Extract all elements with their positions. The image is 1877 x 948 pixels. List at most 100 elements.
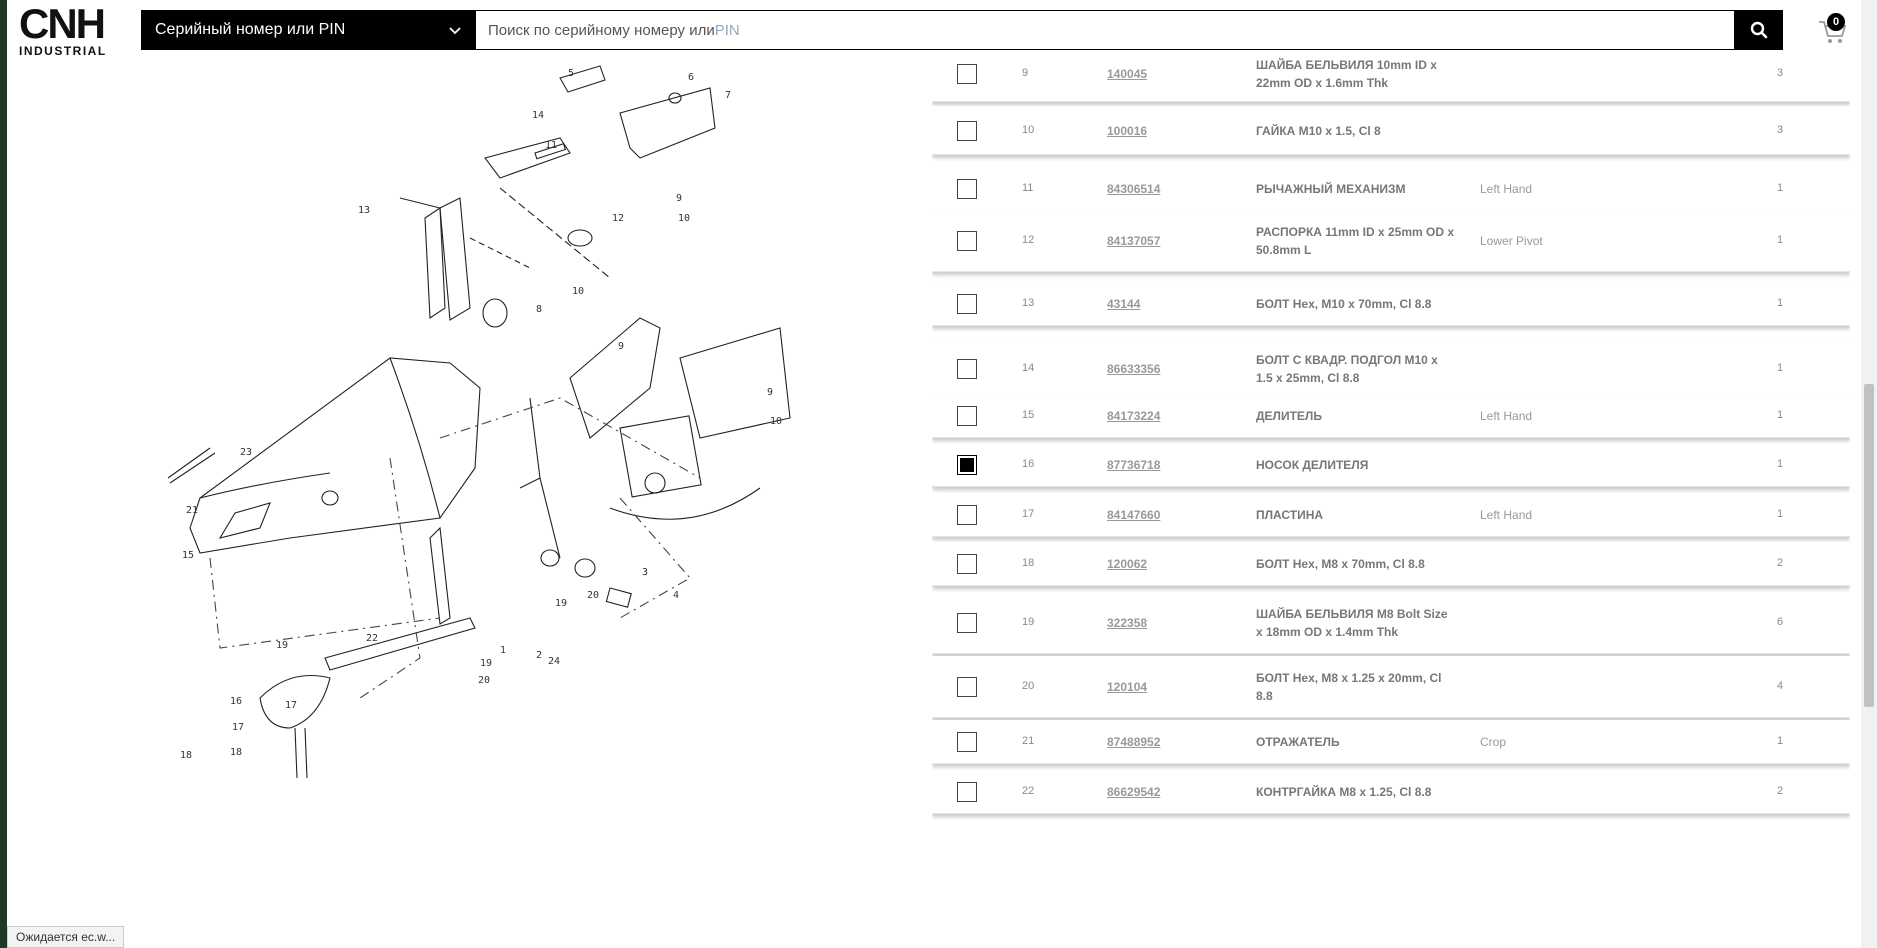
exploded-view-drawing: 5 6 7 14 11 13 9 10 12 10 8 9 9 10 23 21… — [167, 65, 791, 779]
row-checkbox[interactable] — [957, 406, 977, 426]
callout-9b: 9 — [618, 341, 624, 352]
part-quantity: 2 — [1777, 557, 1784, 569]
logo-subtitle: INDUSTRIAL — [19, 44, 107, 58]
search-icon — [1750, 21, 1768, 39]
row-position: 17 — [1022, 508, 1035, 520]
callout-14: 14 — [532, 110, 544, 121]
row-checkbox[interactable] — [957, 554, 977, 574]
row-checkbox[interactable] — [957, 455, 977, 475]
part-description: БОЛТ Hex, M8 x 1.25 x 20mm, Cl 8.8 — [1256, 671, 1442, 703]
callout-10: 10 — [678, 213, 690, 224]
parts-row: 19 322358 ШАЙБА БЕЛЬВИЛЯ M8 Bolt Size x 18… — [932, 592, 1850, 654]
callout-10c: 10 — [770, 416, 782, 427]
callout-10b: 10 — [572, 286, 584, 297]
row-checkbox[interactable] — [957, 505, 977, 525]
part-quantity: 3 — [1777, 123, 1784, 136]
row-checkbox[interactable] — [957, 359, 977, 379]
callout-7: 7 — [725, 90, 731, 101]
part-number-link[interactable]: 86629542 — [1107, 785, 1161, 799]
search-input[interactable]: Поиск по серийному номеру или PIN — [475, 10, 1735, 50]
part-note: Crop — [1480, 735, 1507, 749]
part-number-link[interactable]: 43144 — [1107, 297, 1141, 311]
part-number-link[interactable]: 86633356 — [1107, 362, 1161, 376]
callout-24: 24 — [548, 656, 560, 667]
part-number-link[interactable]: 84306514 — [1107, 182, 1161, 196]
search-placeholder-pin: PIN — [714, 21, 740, 39]
part-quantity: 3 — [1777, 67, 1784, 79]
callout-11: 11 — [545, 140, 557, 151]
row-position: 21 — [1022, 735, 1035, 747]
row-checkbox[interactable] — [957, 179, 977, 199]
part-number-link[interactable]: 100016 — [1107, 123, 1148, 138]
row-position: 9 — [1022, 67, 1029, 79]
callout-18b: 18 — [180, 750, 192, 761]
part-note: Lower Pivot — [1480, 234, 1543, 248]
parts-row: 9 140045 ШАЙБА БЕЛЬВИЛЯ 10mm ID x 22mm OD … — [932, 58, 1850, 102]
row-checkbox[interactable] — [957, 732, 977, 752]
part-quantity: 1 — [1777, 362, 1784, 374]
row-position: 14 — [1022, 362, 1035, 374]
part-description: РЫЧАЖНЫЙ МЕХАНИЗМ — [1256, 182, 1406, 196]
callout-12: 12 — [612, 213, 624, 224]
row-checkbox[interactable] — [957, 677, 977, 697]
row-position: 11 — [1022, 182, 1034, 194]
part-quantity: 6 — [1777, 616, 1784, 628]
part-quantity: 1 — [1777, 409, 1784, 421]
part-number-link[interactable]: 322358 — [1107, 616, 1148, 630]
part-description: БОЛТ Hex, M10 x 70mm, Cl 8.8 — [1256, 297, 1432, 311]
serial-pin-select[interactable]: Серийный номер или PIN — [141, 10, 475, 50]
row-checkbox[interactable] — [957, 64, 977, 84]
callout-8: 8 — [536, 304, 542, 315]
part-note: Left Hand — [1480, 508, 1533, 522]
part-number-link[interactable]: 87488952 — [1107, 735, 1161, 749]
part-number-link[interactable]: 84147660 — [1107, 508, 1161, 522]
part-number-link[interactable]: 120104 — [1107, 680, 1148, 694]
part-quantity: 4 — [1777, 680, 1784, 692]
callout-17: 17 — [285, 700, 297, 711]
callout-13: 13 — [358, 205, 370, 216]
row-position: 15 — [1022, 409, 1035, 421]
parts-row: 14 86633356 БОЛТ С КВАДР. ПОДГОЛ M10 x 1.5… — [932, 338, 1850, 400]
callout-4: 4 — [673, 590, 679, 601]
row-position: 10 — [1022, 123, 1035, 136]
callout-17b: 17 — [232, 722, 244, 733]
part-description: ШАЙБА БЕЛЬВИЛЯ 10mm ID x 22mm OD x 1.6mm… — [1256, 58, 1437, 90]
part-quantity: 1 — [1777, 735, 1784, 747]
part-description: ШАЙБА БЕЛЬВИЛЯ M8 Bolt Size x 18mm OD x … — [1256, 607, 1448, 639]
row-position: 19 — [1022, 616, 1035, 628]
part-description: ГАЙКА M10 x 1.5, Cl 8 — [1256, 123, 1381, 138]
serial-select-label: Серийный номер или PIN — [155, 21, 346, 38]
cnh-logo[interactable]: CNH INDUSTRIAL — [19, 3, 121, 60]
row-checkbox[interactable] — [957, 120, 977, 141]
search-placeholder: Поиск по серийному номеру или — [488, 21, 715, 39]
scrollbar-thumb[interactable] — [1864, 384, 1874, 707]
part-number-link[interactable]: 84173224 — [1107, 409, 1161, 423]
search-button[interactable] — [1735, 10, 1783, 50]
parts-diagram[interactable]: 5 6 7 14 11 13 9 10 12 10 8 9 9 10 23 21… — [140, 58, 800, 838]
part-number-link[interactable]: 87736718 — [1107, 458, 1161, 472]
part-number-link[interactable]: 84137057 — [1107, 234, 1161, 248]
part-description: БОЛТ С КВАДР. ПОДГОЛ M10 x 1.5 x 25mm, C… — [1256, 353, 1438, 385]
part-quantity: 1 — [1777, 508, 1784, 520]
part-description: ПЛАСТИНА — [1256, 508, 1324, 522]
row-checkbox[interactable] — [957, 294, 977, 314]
callout-16: 16 — [230, 696, 242, 707]
row-position: 13 — [1022, 297, 1035, 309]
part-description: НОСОК ДЕЛИТЕЛЯ — [1256, 458, 1369, 472]
callout-21: 21 — [186, 505, 198, 516]
cart-count-badge: 0 — [1827, 13, 1845, 31]
callout-19: 19 — [555, 598, 567, 609]
row-checkbox[interactable] — [957, 782, 977, 802]
part-quantity: 1 — [1777, 234, 1784, 246]
callout-22: 22 — [366, 633, 378, 644]
callout-5: 5 — [568, 68, 574, 79]
row-checkbox[interactable] — [957, 613, 977, 633]
part-number-link[interactable]: 140045 — [1107, 67, 1148, 81]
callout-15: 15 — [182, 550, 194, 561]
part-number-link[interactable]: 120062 — [1107, 557, 1148, 571]
row-checkbox[interactable] — [957, 231, 977, 251]
